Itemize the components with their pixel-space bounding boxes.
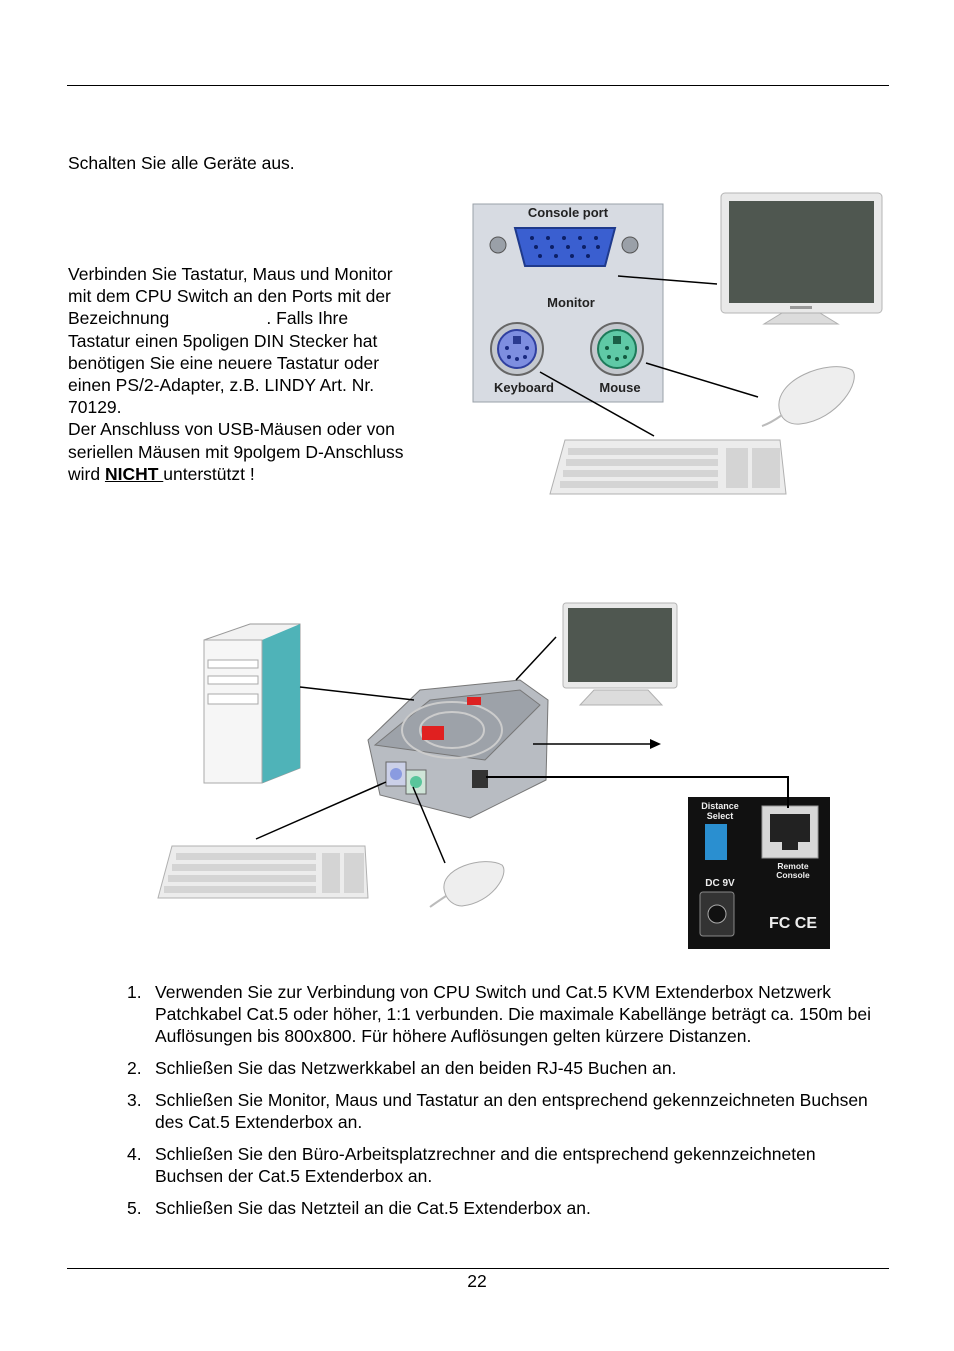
console-port-title: Console port [528,205,609,220]
monitor-cable-line [617,275,718,285]
keyboard-port-icon [497,329,537,369]
steps-list: 1.Verwenden Sie zur Verbindung von CPU S… [127,981,887,1229]
step-item: 2.Schließen Sie das Netzwerkkabel an den… [127,1058,677,1078]
para-line-9: seriellen Mäusen mit 9polgem D-Anschluss [68,441,404,462]
para-line-6: einen PS/2-Adapter, z.B. LINDY Art. Nr. [68,375,375,396]
keyboard-cable-line [539,371,655,437]
keyboard-cable-line-2 [255,781,387,840]
top-monitor-image [720,192,883,325]
pc-tower-image [203,623,301,784]
console-port-panel: Console port Monitor Keyboard Mouse [472,203,664,403]
monitor-port-label: Monitor [547,295,595,310]
remote-label-1: Remote [777,861,808,871]
distance-select-label-2: Select [707,811,734,821]
nicht-emphasis: NICHT [104,463,164,484]
step-item: 4.Schließen Sie den Büro-Arbeitsplatzrec… [127,1144,816,1186]
remote-label-2: Console [776,870,810,880]
mouse-cable-line-2 [412,786,446,864]
para-line-3: Bezeichnung . Falls Ihre [68,308,349,329]
para-line-5: benötigen Sie eine neuere Tastatur oder [68,352,380,373]
distance-select-label-1: Distance [701,801,739,811]
bottom-monitor-image [562,602,678,706]
para-line-7: 70129. [68,397,122,418]
network-cable-line [486,776,789,808]
fc-ce-marks: FC CE [769,915,817,932]
step-item: 5.Schließen Sie das Netzteil an die Cat.… [127,1198,591,1218]
intro-line: Schalten Sie alle Geräte aus. [68,153,295,173]
footer-rule [67,1268,889,1269]
para-line-4: Tastatur einen 5poligen DIN Stecker hat [68,330,378,351]
rj45-port-icon [472,770,488,788]
extender-box-image [367,679,549,819]
remote-console-panel: Distance Select Remote Console DC 9V FC … [688,797,830,949]
step-item: 3.Schließen Sie Monitor, Maus und Tastat… [127,1090,868,1132]
top-mouse-image [761,366,855,427]
para-line-8: Der Anschluss von USB-Mäusen oder von [68,419,395,440]
mouse-port-label: Mouse [599,380,640,395]
keyboard-port-label: Keyboard [494,380,554,395]
pc-cable-line [299,686,415,701]
vga-screw-left [489,236,507,254]
dip-switch-icon [705,824,727,860]
monitor-cable-line-2 [515,636,557,681]
para-line-2: mit dem CPU Switch an den Ports mit der [68,286,391,307]
arrow-head-icon [650,739,661,749]
bottom-mouse-image [429,861,505,908]
wird-prefix: wird [68,463,105,484]
mouse-port-icon [597,329,637,369]
top-keyboard-image [549,439,787,495]
bottom-keyboard-image [157,845,369,899]
connection-paragraph: Verbinden Sie Tastatur, Maus und Monitor… [68,263,448,485]
unterstuetzt-suffix: unterstützt ! [163,463,255,484]
para-line-1: Verbinden Sie Tastatur, Maus und Monitor [68,264,393,284]
page-number: 22 [467,1271,487,1291]
header-rule [67,85,889,86]
para-line-10: wird NICHT unterstützt ! [68,463,448,485]
step-item: 1.Verwenden Sie zur Verbindung von CPU S… [127,982,872,1046]
mouse-cable-line [645,362,759,398]
dc-label: DC 9V [705,878,735,889]
vga-screw-right [621,236,639,254]
